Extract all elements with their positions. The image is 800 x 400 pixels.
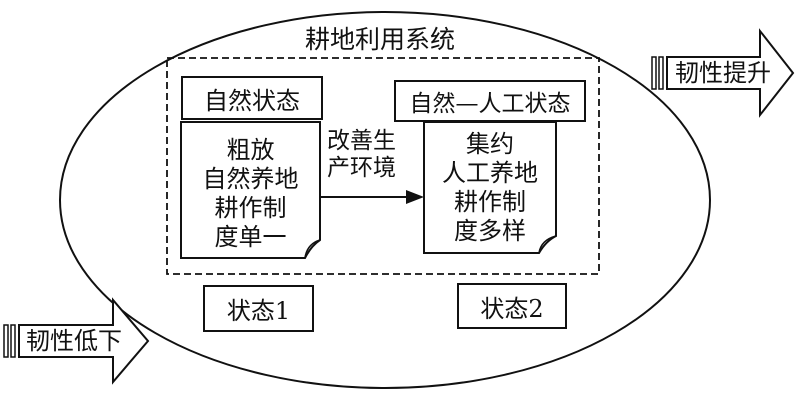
state2-box: 状态2: [457, 283, 567, 329]
system-title: 耕地利用系统: [305, 25, 456, 54]
artificial-state-header: 自然—人工状态: [394, 80, 586, 122]
system-ellipse: [59, 11, 711, 389]
natural-document-curl: [304, 239, 321, 259]
state2-label: 状态2: [480, 294, 544, 323]
resilience-up-label: 韧性提升: [675, 59, 771, 87]
transition-arrow-head: [406, 190, 424, 204]
natural-state-header-label: 自然状态: [204, 86, 300, 115]
transition-label: 改善生 产环境: [327, 128, 396, 181]
resilience-down-label: 韧性低下: [26, 327, 122, 355]
states-dashed-boundary: [166, 57, 600, 275]
state1-label: 状态1: [226, 297, 291, 325]
artificial-document-curl: [538, 235, 557, 254]
artificial-state-features: 集约 人工养地 耕作制 度多样: [442, 130, 538, 245]
resilience-down-arrow: [3, 297, 150, 385]
state1-box: 状态1: [203, 285, 314, 332]
natural-state-header: 自然状态: [181, 76, 323, 120]
artificial-state-header-label: 自然—人工状态: [409, 91, 571, 117]
natural-state-features: 粗放 自然养地 耕作制 度单一: [202, 136, 299, 251]
resilience-up-arrow: [651, 28, 795, 118]
